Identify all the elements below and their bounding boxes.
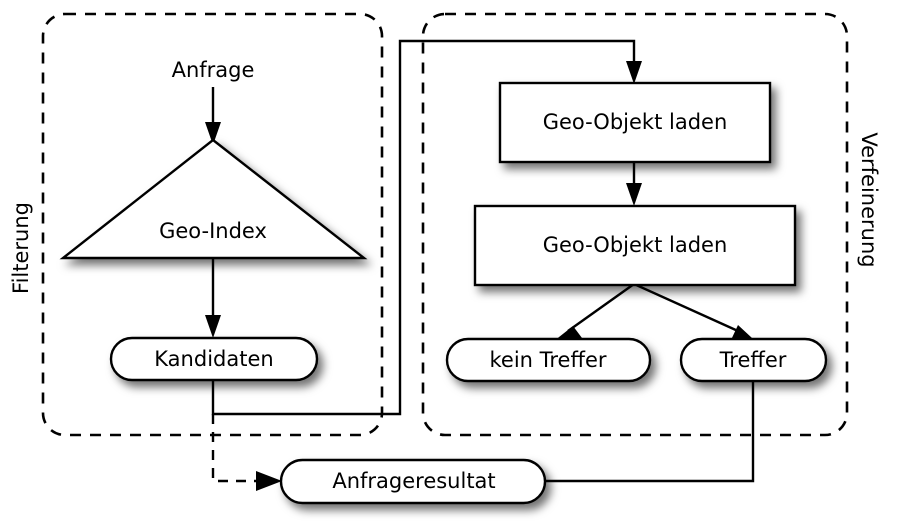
group-box-verfeinerung: [421, 12, 849, 437]
arrowhead-geoobjekt1-to-geoobjekt2: [626, 183, 642, 206]
node-geo-objekt-laden-1-shape: [498, 81, 772, 164]
group-label-filterung-text: Filterung: [9, 202, 33, 294]
node-treffer-label: Treffer: [719, 348, 787, 372]
node-geo-objekt-laden-1: [498, 81, 772, 164]
group-label-verfeinerung: Verfeinerung: [857, 132, 881, 267]
node-anfrage-label: Anfrage: [172, 58, 255, 82]
node-anfrageresultat: [279, 458, 547, 505]
group-label-verfeinerung-text: Verfeinerung: [857, 132, 881, 267]
node-kein-treffer-label: kein Treffer: [489, 348, 606, 372]
edge-geoobjekt2-to-keintreffer: [567, 283, 635, 332]
node-geo-index-shape: [59, 138, 368, 260]
arrowhead-geoobjekt2-to-keintreffer: [554, 326, 582, 341]
edge-kandidaten-to-anfrageresultat: [211, 414, 258, 483]
arrowhead-geoobjekt2-to-treffer: [731, 325, 752, 340]
node-kandidaten-label: Kandidaten: [154, 347, 273, 371]
node-geo-objekt-laden-2: [473, 204, 797, 287]
node-kein-treffer: [445, 337, 652, 383]
node-kandidaten-shape: [109, 336, 319, 382]
arrowhead-geoindex-to-kandidaten: [205, 315, 221, 338]
node-geo-objekt-laden-2-shape: [473, 204, 797, 287]
node-geo-objekt-laden-2-label: Geo-Objekt laden: [543, 233, 728, 257]
node-treffer: [679, 337, 828, 383]
node-treffer-shape: [679, 337, 828, 383]
edge-treffer-to-anfrageresultat: [545, 381, 755, 483]
group-label-filterung: Filterung: [9, 202, 33, 294]
node-kandidaten: [109, 336, 319, 382]
node-geo-index-label: Geo-Index: [159, 219, 267, 243]
node-kein-treffer-shape: [445, 337, 652, 383]
node-anfrageresultat-label: Anfrageresultat: [332, 469, 495, 493]
node-anfrageresultat-shape: [279, 458, 547, 505]
arrowhead-anfrage-to-geoindex: [205, 122, 221, 145]
edge-geoobjekt2-to-treffer: [633, 282, 739, 333]
arrowhead-kandidaten-to-geoobjekt1: [626, 61, 642, 84]
edge-kandidaten-to-geoobjekt1: [211, 39, 636, 416]
node-geo-objekt-laden-1-label: Geo-Objekt laden: [543, 110, 728, 134]
node-geo-index: [59, 138, 368, 260]
arrowhead-kandidaten-to-anfrageresultat: [256, 471, 282, 491]
